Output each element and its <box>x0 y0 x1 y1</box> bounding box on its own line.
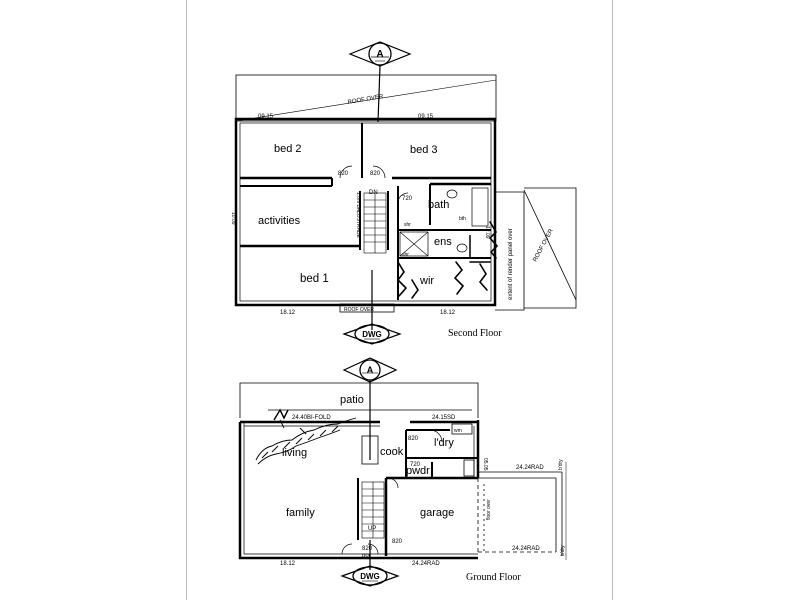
second-floor-stair <box>363 192 387 254</box>
dim-right-height: 12.09 <box>484 226 490 239</box>
cook-island <box>361 435 379 465</box>
room-wm: wm <box>454 428 462 434</box>
dim-bottom-left: 18.12 <box>280 310 296 316</box>
room-bath: bath <box>428 199 449 211</box>
boundary-label-2: b'dry <box>560 545 566 556</box>
door-label-g3: 820 <box>392 539 403 545</box>
dwg-marker-second-label: DWG <box>362 330 382 339</box>
ssd-label: 24.15SD <box>432 415 456 421</box>
door-label-3: 720 <box>402 196 413 202</box>
room-bed2: bed 2 <box>274 143 302 155</box>
door-label-g1: 820 <box>408 436 419 442</box>
page-edge-left <box>186 0 187 600</box>
dwg-marker-ground-label: DWG <box>360 572 380 581</box>
stair-up: UP <box>368 526 376 532</box>
caption-ground-floor: Ground Floor <box>466 572 521 583</box>
dim-bottom-left-g: 18.12 <box>280 561 296 567</box>
room-family: family <box>286 507 315 519</box>
ground-floor-plan <box>238 357 567 587</box>
second-floor-plan <box>234 41 577 345</box>
door-label-1: 820 <box>338 171 349 177</box>
door-label-g4: 820 <box>362 546 373 552</box>
ground-floor-stair <box>361 481 385 539</box>
section-marker-bottom-label: A <box>367 365 374 375</box>
door-label-2: 820 <box>370 171 381 177</box>
room-bth: bth <box>459 216 466 222</box>
roof-over-top-outline <box>235 74 497 122</box>
room-ens: ens <box>434 236 452 248</box>
room-shr-1: shr <box>404 222 411 228</box>
dim-bottom-right: 18.12 <box>440 310 456 316</box>
room-bed3: bed 3 <box>410 144 438 156</box>
rad-label-1: 24.24RAD <box>516 465 544 471</box>
roof-over-right-outline <box>495 187 577 311</box>
section-marker-bottom <box>342 357 398 460</box>
room-ldry: l'dry <box>434 437 454 449</box>
room-garage: garage <box>420 507 454 519</box>
room-wir: wir <box>419 275 434 287</box>
garage-extension <box>477 462 567 560</box>
caption-second-floor: Second Floor <box>448 328 502 339</box>
fold-label: 24.40BI-FOLD <box>292 415 331 421</box>
boundary-label-1: b'dry <box>558 459 564 470</box>
rad-label-3: 24.24RAD <box>412 561 440 567</box>
room-activities: activities <box>258 215 301 227</box>
dim-left-height: 10.09 <box>230 212 236 225</box>
living-sketch <box>255 417 357 465</box>
rad-label-2: 24.24RAD <box>512 546 540 552</box>
dim-top-right: 09.15 <box>418 114 434 120</box>
roof-over-bottom-label: ROOF OVER <box>344 307 374 313</box>
room-pwdr: pwdr <box>406 465 430 477</box>
dim-right-height-g: 05.05 <box>482 458 488 471</box>
room-bed1: bed 1 <box>300 273 329 285</box>
balustrade-label: 1.0m BALUSTRADE <box>355 192 361 239</box>
room-living: living <box>282 447 307 459</box>
room-shr-2: shr <box>402 252 409 258</box>
second-floor-outer-wall <box>234 117 497 307</box>
roof-over-right-label: ROOF OVER <box>532 228 555 263</box>
dwg-marker-ground <box>340 565 400 587</box>
room-cook: cook <box>380 446 404 458</box>
render-note: extent of render panel over <box>508 228 514 300</box>
room-patio: patio <box>340 394 364 406</box>
room-por: por <box>362 553 371 559</box>
page-edge-right <box>612 0 613 600</box>
door-label-g2: 720 <box>410 462 421 468</box>
stair-dn: DN <box>369 190 378 196</box>
section-marker-top-label: A <box>376 49 383 60</box>
floor-over-label: floor over <box>486 499 492 520</box>
dwg-marker-second <box>342 323 402 345</box>
dim-top-left: 09.15 <box>258 114 274 120</box>
